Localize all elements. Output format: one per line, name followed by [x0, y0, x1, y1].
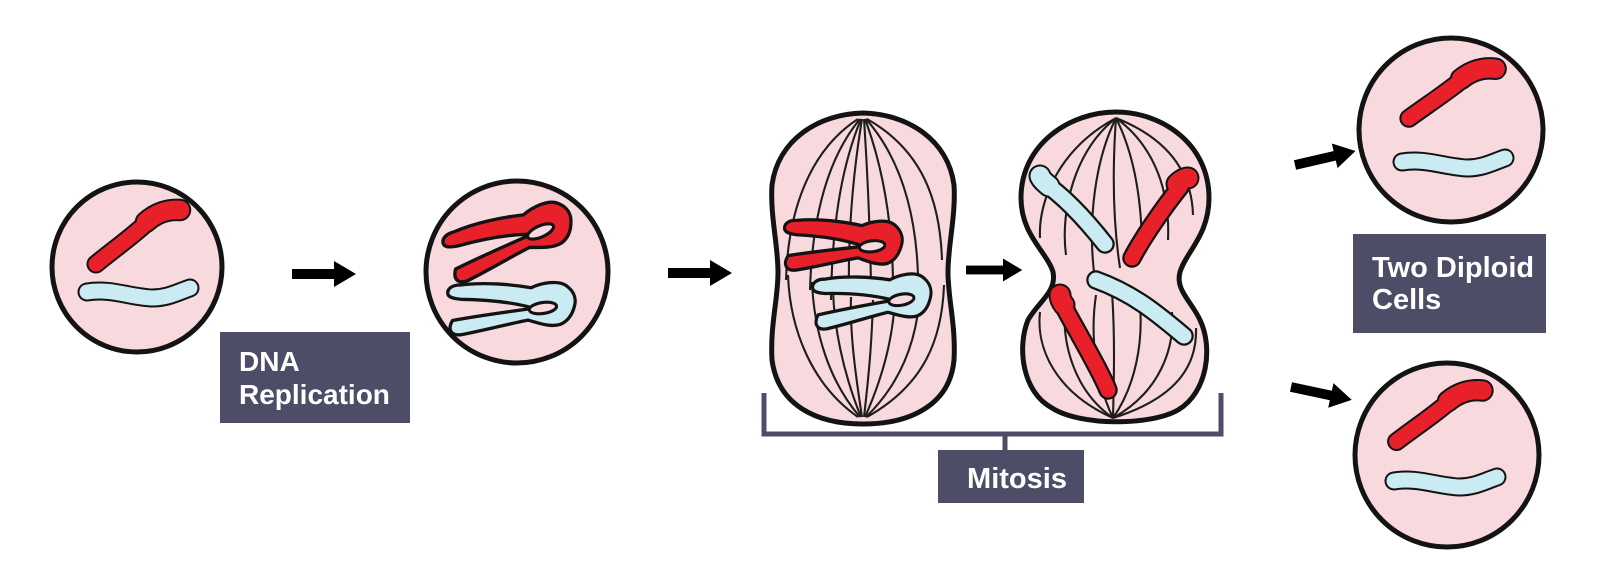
svg-text:Mitosis: Mitosis: [967, 463, 1067, 495]
svg-text:Two Diploid: Two Diploid: [1372, 252, 1534, 284]
svg-text:DNA: DNA: [239, 346, 300, 377]
svg-text:Replication: Replication: [239, 379, 390, 410]
svg-text:Cells: Cells: [1372, 284, 1441, 316]
